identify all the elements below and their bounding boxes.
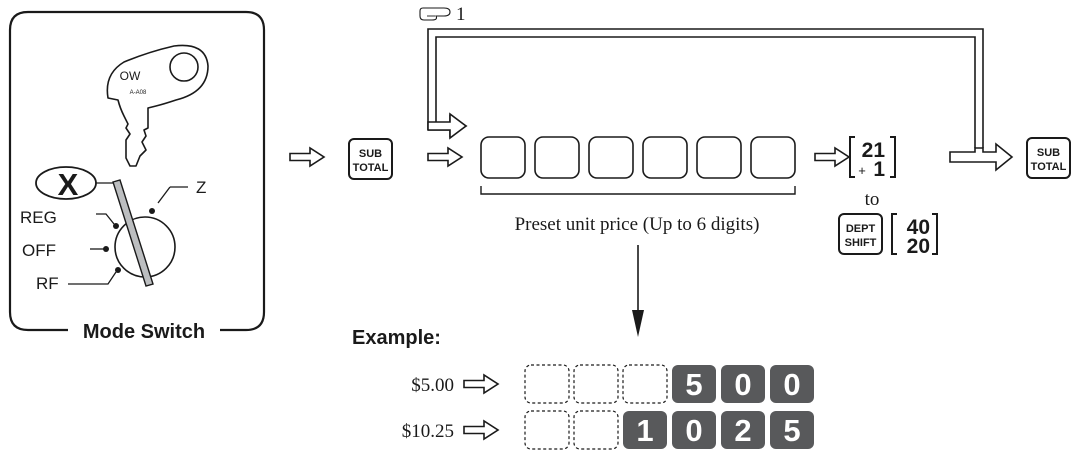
digit-box (696, 136, 742, 179)
digit-cell (770, 411, 814, 449)
digit-box (534, 136, 580, 179)
dept-key-first-top: 21 (862, 139, 886, 162)
digit-value: 5 (783, 413, 800, 448)
dept-shift-key: DEPT SHIFT (838, 213, 883, 255)
loop-arrowhead-out (949, 142, 1014, 172)
example-arrow (463, 420, 499, 440)
subtotal-key-first: SUB TOTAL (348, 138, 393, 180)
rf-dot (115, 267, 121, 273)
example-price: $5.00 (411, 375, 454, 396)
digit-cell (770, 365, 814, 403)
digit-value: 0 (734, 367, 751, 402)
digit-bracket (480, 186, 796, 195)
dept-key-last: 40 20 (891, 213, 938, 258)
key-code: A-A08 (130, 90, 147, 96)
digit-cell (623, 411, 667, 449)
empty-digit-cell (573, 364, 619, 404)
key-label: OW (120, 69, 141, 83)
dept-shift-key-line1: DEPT (846, 223, 876, 235)
key-icon: OW A-A08 (106, 44, 209, 167)
mode-switch-caption: Mode Switch (83, 321, 205, 343)
mode-rf-label: RF (36, 274, 59, 293)
subtotal-key-last: SUB TOTAL (1026, 137, 1071, 179)
digit-cell (672, 365, 716, 403)
mode-switch-panel: Mode Switch OW A-A08 X Z REG OFF RF (8, 10, 266, 343)
flow-arrow-3 (814, 147, 850, 167)
digit-box (480, 136, 526, 179)
dept-key-last-bottom: 20 (907, 235, 930, 258)
digit-cell (672, 411, 716, 449)
loop-arrowhead-in (427, 112, 468, 140)
digit-value: 0 (685, 413, 702, 448)
note-reference: 1 (419, 4, 466, 25)
digit-value: 0 (783, 367, 800, 402)
digit-value: 2 (734, 413, 751, 448)
digit-box (750, 136, 796, 179)
mode-off-label: OFF (22, 241, 56, 260)
to-label: to (865, 189, 880, 210)
digit-cell (721, 365, 765, 403)
mode-reg-label: REG (20, 208, 57, 227)
dept-shift-key-line2: SHIFT (845, 237, 877, 249)
empty-digit-cell (622, 364, 668, 404)
preset-digit-boxes (480, 136, 796, 179)
flow-arrow-2 (427, 147, 463, 167)
reg-leader (96, 213, 115, 225)
dept-key-last-top: 40 (907, 216, 930, 239)
rf-leader (68, 271, 117, 285)
digit-value: 5 (685, 367, 702, 402)
subtotal-key-line2: TOTAL (353, 162, 389, 174)
empty-digit-cell (524, 410, 570, 450)
flow-arrow-1 (289, 147, 325, 167)
subtotal-key-line1: SUB (359, 148, 382, 160)
empty-digit-cell (524, 364, 570, 404)
subtotal-key-last-line1: SUB (1037, 147, 1060, 159)
panel-frame (8, 10, 266, 332)
loop-arrow (427, 28, 984, 148)
z-dot (149, 208, 155, 214)
digit-box (642, 136, 688, 179)
reg-dot (113, 223, 119, 229)
empty-digit-cell (573, 410, 619, 450)
subtotal-key-last-line2: TOTAL (1031, 161, 1067, 173)
digit-box (588, 136, 634, 179)
mode-x-label: X (58, 167, 79, 202)
z-leader-diag (157, 186, 171, 204)
example-heading: Example: (352, 327, 441, 349)
digit-value: 1 (636, 413, 653, 448)
preset-unit-price-label: Preset unit price (Up to 6 digits) (515, 214, 760, 235)
pointing-hand-icon (419, 7, 451, 21)
example-price: $10.25 (402, 421, 454, 442)
digit-cell (721, 411, 765, 449)
dept-key-first: 21 + 1 (849, 136, 896, 181)
example-arrowhead (632, 310, 644, 337)
dept-key-first-plus: + (858, 163, 866, 178)
note-number: 1 (456, 4, 466, 25)
dept-key-first-bottom: 1 (873, 158, 885, 181)
off-dot (103, 246, 109, 252)
mode-z-label: Z (196, 178, 206, 197)
mode-switch-rod (112, 179, 154, 287)
example-arrow (463, 374, 499, 394)
